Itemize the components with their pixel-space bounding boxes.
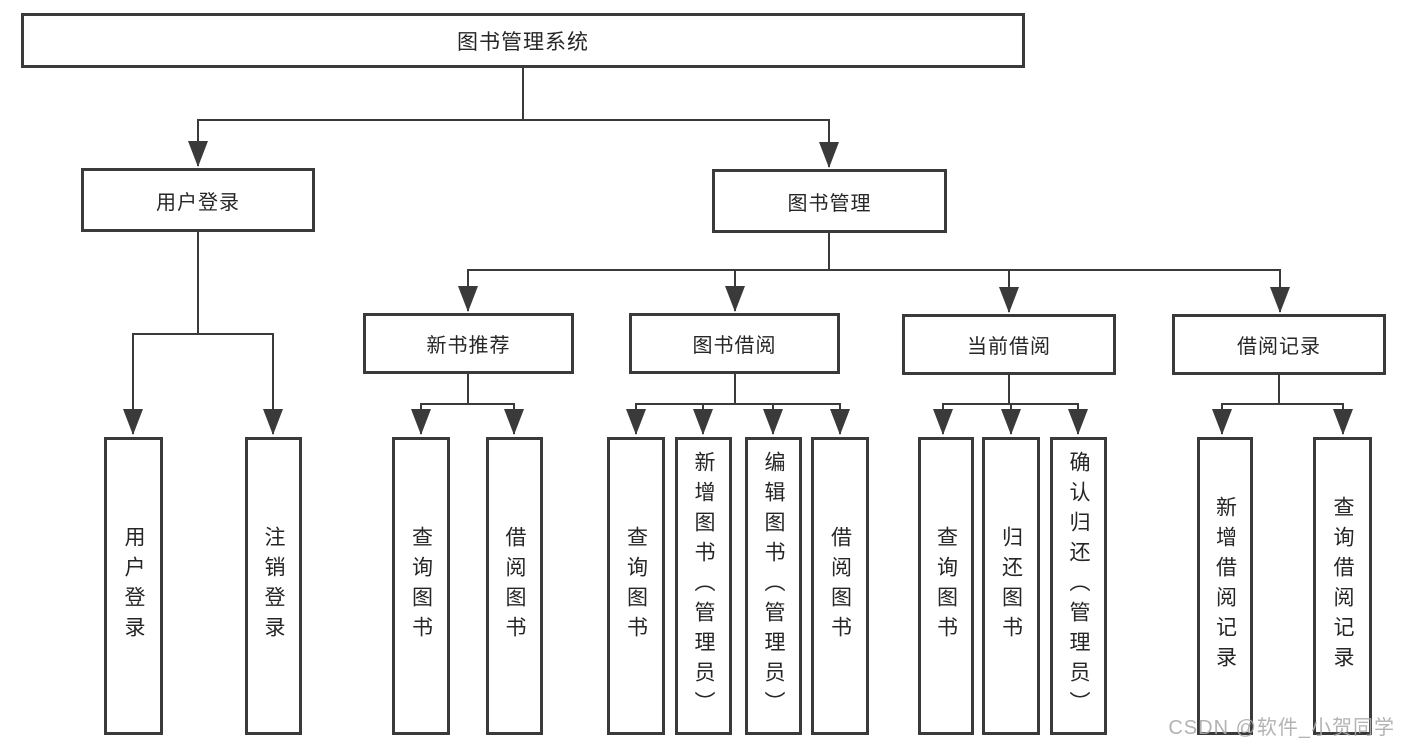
connector-book-borrow-to-children xyxy=(626,373,850,435)
leaf-record-query: 查询借阅记录 xyxy=(1313,437,1372,735)
leaf-current-confirm-return-admin: 确认归还（管理员） xyxy=(1050,437,1107,735)
leaf-borrow-borrow-books: 借阅图书 xyxy=(811,437,869,735)
connector-current-borrow-to-children xyxy=(933,374,1088,435)
leaf-borrow-edit-books-admin: 编辑图书（管理员） xyxy=(745,437,802,735)
node-root-system: 图书管理系统 xyxy=(21,13,1025,68)
node-user-login: 用户登录 xyxy=(81,168,315,232)
leaf-logout: 注销登录 xyxy=(245,437,302,735)
leaf-newbook-query-books: 查询图书 xyxy=(392,437,450,735)
connector-user-login-to-children xyxy=(123,231,283,435)
watermark: CSDN @软件_小贺同学 xyxy=(1168,717,1395,739)
connector-new-book-to-children xyxy=(411,373,524,435)
leaf-borrow-query-books: 查询图书 xyxy=(607,437,665,735)
node-book-borrow: 图书借阅 xyxy=(629,313,840,374)
leaf-current-query-books: 查询图书 xyxy=(918,437,974,735)
node-book-management: 图书管理 xyxy=(712,169,947,233)
node-borrow-record: 借阅记录 xyxy=(1172,314,1386,375)
leaf-record-add: 新增借阅记录 xyxy=(1197,437,1253,735)
connector-root-to-level2 xyxy=(188,67,839,168)
connector-borrow-record-to-children xyxy=(1212,374,1353,435)
connector-book-management-to-level3 xyxy=(458,232,1290,313)
leaf-current-return-books: 归还图书 xyxy=(982,437,1040,735)
node-new-book-recommend: 新书推荐 xyxy=(363,313,574,374)
leaf-newbook-borrow-books: 借阅图书 xyxy=(486,437,543,735)
node-current-borrow: 当前借阅 xyxy=(902,314,1116,375)
leaf-borrow-add-books-admin: 新增图书（管理员） xyxy=(675,437,732,735)
leaf-user-login: 用户登录 xyxy=(104,437,163,735)
